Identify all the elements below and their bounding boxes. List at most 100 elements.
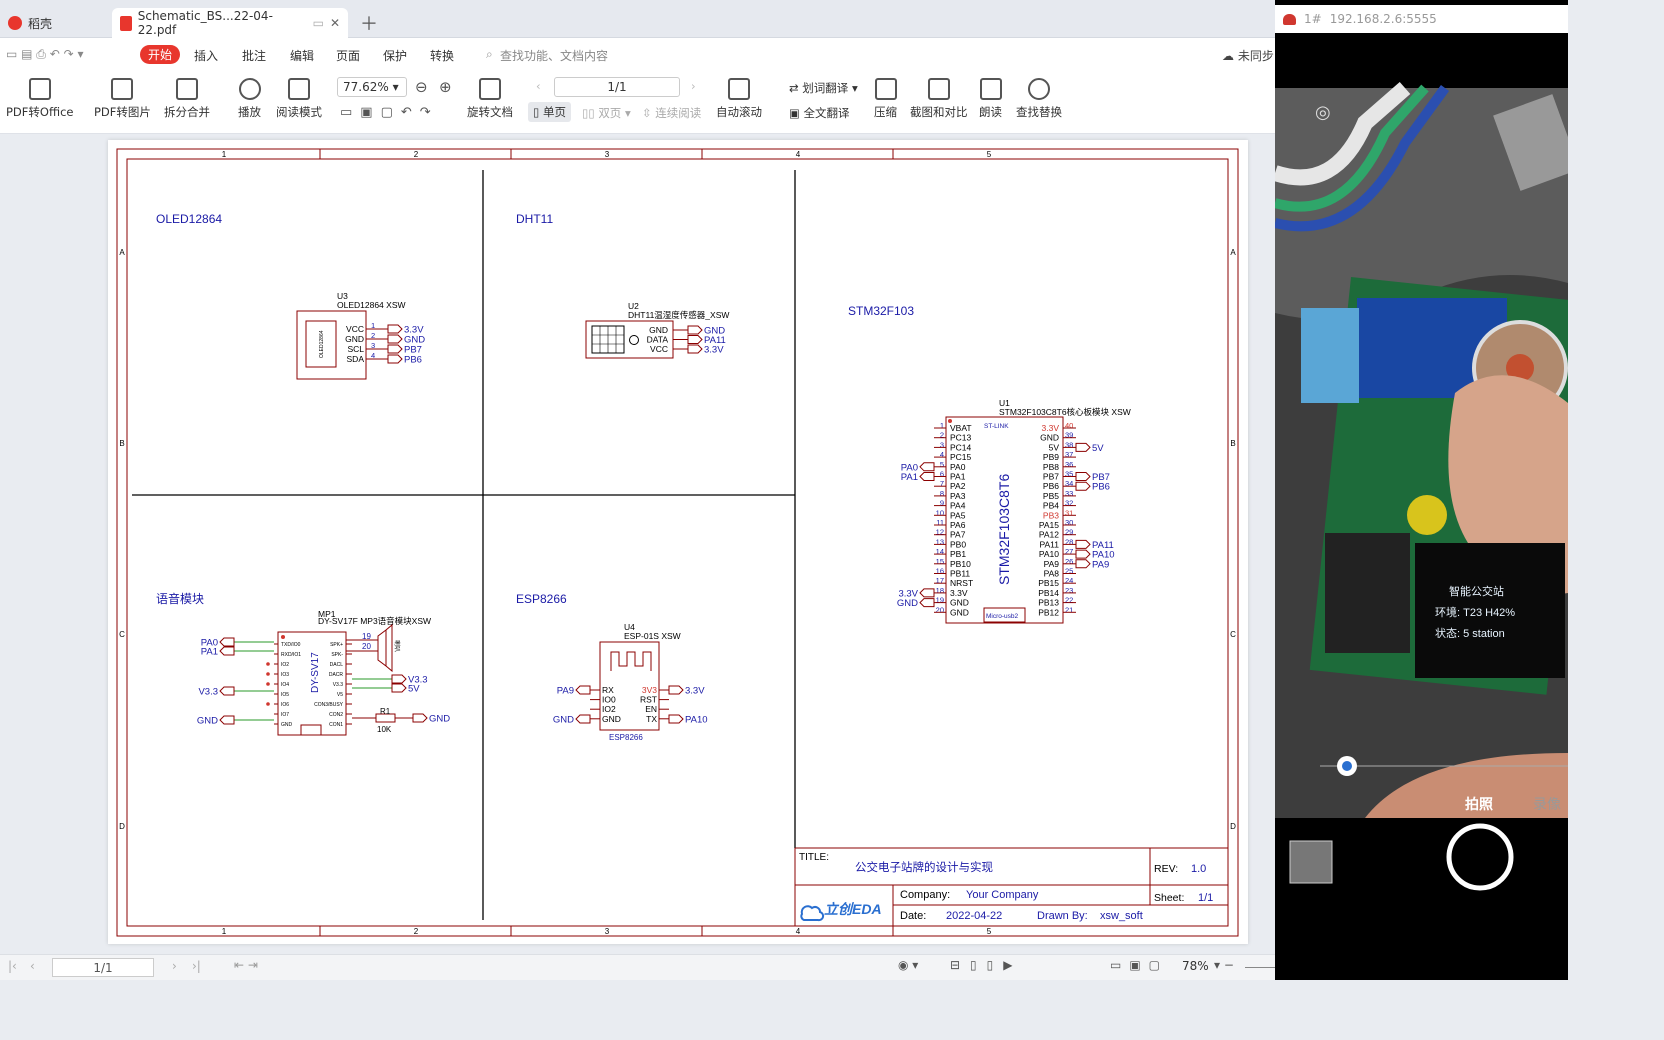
view-tools-icons[interactable]: ▭▣▢↶↷ <box>340 105 439 120</box>
full-translate-button[interactable]: ▣ 全文翻译 <box>789 106 850 120</box>
stm-left-pin-num: 10 <box>936 508 944 517</box>
first-page-icon[interactable]: |‹ <box>8 959 17 973</box>
company-label: Company: <box>900 889 950 901</box>
zoom-select[interactable]: 77.62% ▾ <box>337 77 407 97</box>
section-oled: OLED12864 <box>156 212 222 226</box>
stm-left-net: PA1 <box>901 472 918 483</box>
stm-right-pin-num: 40 <box>1065 421 1073 430</box>
word-translate-button[interactable]: ⇄ 划词翻译 ▾ <box>789 81 858 95</box>
mp3-pin1-dot <box>281 635 285 639</box>
menu-edit[interactable]: 编辑 <box>290 49 315 63</box>
resistor-r1 <box>375 713 396 723</box>
button-label: 双页 <box>598 106 622 120</box>
zoom-in-icon[interactable]: ⊕ <box>439 78 452 96</box>
oled-pin-name: SCL <box>347 344 364 354</box>
play-button[interactable]: 播放 <box>238 78 261 120</box>
stm-right-pin-num: 24 <box>1065 576 1073 585</box>
menu-annotate[interactable]: 批注 <box>242 49 267 63</box>
close-icon[interactable]: ✕ <box>329 16 340 30</box>
auto-scroll-button[interactable]: 自动滚动 <box>716 78 762 120</box>
oled-screen <box>305 320 337 368</box>
button-label: 压缩 <box>874 105 897 119</box>
stm-right-pin-num: 38 <box>1065 440 1073 449</box>
eye-icon[interactable]: ◉ ▾ <box>898 958 919 972</box>
stlink-label: ST-LINK <box>984 423 1009 430</box>
zoom-slider[interactable] <box>1245 967 1275 968</box>
stm-body <box>945 416 1064 624</box>
view-mode-icons[interactable]: ⊟▯▯▶ <box>950 958 1023 972</box>
stm-part: STM32F103C8T6核心板模块 XSW <box>999 407 1131 417</box>
menu-insert[interactable]: 插入 <box>194 49 219 63</box>
stm-left-net-flag <box>919 462 935 472</box>
stm-right-net-flag <box>1075 481 1091 491</box>
r1-value: 10K <box>377 725 392 734</box>
compress-icon <box>874 78 897 100</box>
popout-icon[interactable]: ▭ <box>312 16 324 30</box>
zoom-level[interactable]: 78% <box>1182 959 1209 973</box>
pdf-to-image-button[interactable]: PDF转图片 <box>94 78 151 120</box>
page-input[interactable]: 1/1 <box>554 77 680 97</box>
usb-box <box>983 607 1026 623</box>
button-label: 全文翻译 <box>803 106 850 120</box>
mode-video[interactable]: 录像 <box>1533 797 1561 813</box>
tab-pdf[interactable]: Schematic_BS...22-04-22.pdf ▭ ✕ <box>112 8 348 38</box>
grid-col-label: 4 <box>796 927 801 936</box>
stm-left-pin-name: VBAT <box>950 423 972 433</box>
quick-access-icons[interactable]: ▭ ▤ ⎙ ↶ ↷ ▾ <box>6 47 84 61</box>
oled-net-flag <box>387 354 403 364</box>
tab-docer[interactable]: 稻壳 <box>0 8 108 38</box>
menu-protect[interactable]: 保护 <box>383 49 408 63</box>
last-page-icon[interactable]: ›| <box>192 959 201 973</box>
sync-status[interactable]: ☁ 未同步 <box>1222 49 1274 63</box>
page-indicator[interactable]: 1/1 <box>52 958 154 977</box>
docer-logo-icon <box>8 16 22 30</box>
r1-ref: R1 <box>380 707 391 716</box>
split-merge-button[interactable]: 拆分合并 <box>164 78 210 120</box>
mp3-right-net-flag <box>412 713 428 723</box>
nav-back-icon[interactable]: ⇤ ⇥ <box>234 958 258 972</box>
junction-dot <box>266 662 270 666</box>
pdf-to-office-button[interactable]: PDF转Office <box>6 78 73 120</box>
zoom-out-icon[interactable]: ⊖ <box>415 78 428 96</box>
stm-pins: VBAT1PC132PC143PC154PA05PA0PA16PA1PA27PA… <box>897 421 1115 617</box>
compress-button[interactable]: 压缩 <box>874 78 897 120</box>
fit-icons[interactable]: ▭▣▢ <box>1110 958 1169 972</box>
next-page-icon[interactable]: › <box>172 959 177 973</box>
prev-page-icon[interactable]: ‹ <box>30 959 35 973</box>
oled-line-3: 状态: 5 station <box>1435 626 1505 640</box>
esp-right-pin-name: 3V3 <box>642 685 657 695</box>
menu-convert[interactable]: 转换 <box>430 49 455 63</box>
esp-left-net-flag <box>575 685 591 695</box>
rev-value: 1.0 <box>1191 863 1206 875</box>
tab-label: Schematic_BS...22-04-22.pdf <box>137 9 273 37</box>
stm-left-pin-num: 20 <box>936 605 944 614</box>
mode-photo[interactable]: 拍照 <box>1465 797 1493 813</box>
single-page-button[interactable]: ▯ 单页 <box>528 102 571 122</box>
mp3-connector <box>300 724 322 736</box>
find-replace-button[interactable]: 查找替换 <box>1016 78 1062 120</box>
esp-right-net: PA10 <box>685 715 708 726</box>
button-label: 截图和对比 <box>910 105 968 119</box>
new-tab-button[interactable]: ＋ <box>360 14 378 35</box>
stm-right-net: 5V <box>1092 443 1104 454</box>
menu-page[interactable]: 页面 <box>336 49 361 63</box>
stm-right-pin-name: PB12 <box>1038 607 1059 617</box>
grid-col-label: 2 <box>414 150 419 159</box>
speaker-symbol <box>377 623 393 673</box>
menu-start[interactable]: 开始 <box>140 45 181 64</box>
rotate-doc-button[interactable]: 旋转文档 <box>467 78 513 120</box>
prev-page-icon[interactable]: ‹ <box>536 79 541 93</box>
double-page-button[interactable]: ▯▯ 双页 ▾ <box>582 106 631 120</box>
continuous-read-button[interactable]: ⇳ 连续阅读 <box>642 106 702 120</box>
read-aloud-button[interactable]: 朗读 <box>979 78 1002 120</box>
esp-left-pin-name: RX <box>602 685 614 695</box>
zoom-out-icon[interactable]: ▾ − <box>1214 958 1234 972</box>
screenshot-compare-button[interactable]: 截图和对比 <box>910 78 968 120</box>
search-input[interactable]: 查找功能、文档内容 <box>500 49 609 63</box>
oled-pin-num: 2 <box>371 331 375 340</box>
read-mode-button[interactable]: 阅读模式 <box>276 78 322 120</box>
next-page-icon[interactable]: › <box>691 79 696 93</box>
esp-body <box>599 641 660 731</box>
